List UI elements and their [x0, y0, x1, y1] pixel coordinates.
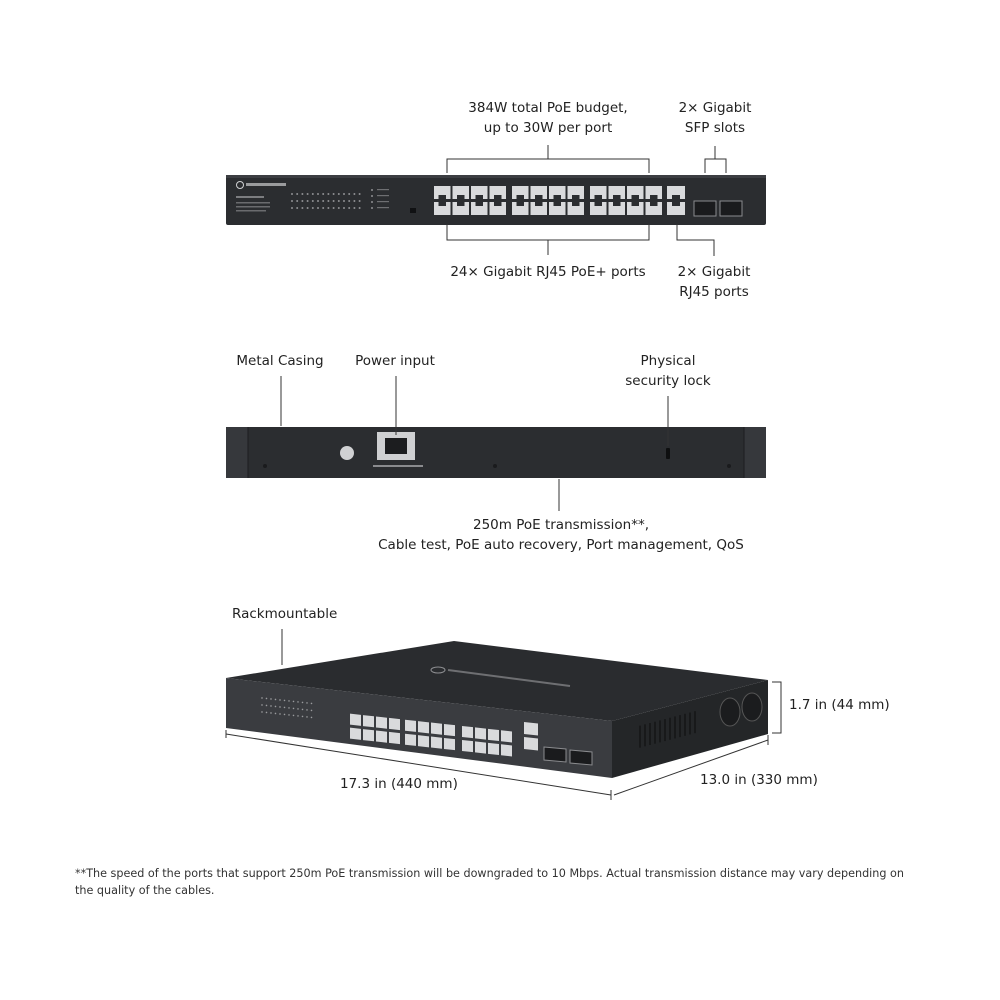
- rj45-port-perspective: [405, 719, 416, 732]
- features-line1: 250m PoE transmission**,: [473, 517, 649, 533]
- height-label: 1.7 in (44 mm): [789, 697, 890, 713]
- rj45-line1: 2× Gigabit: [677, 264, 751, 280]
- rj45-poe-port: [590, 186, 607, 199]
- rj45-poe-port: [434, 202, 451, 215]
- security-lock-label: Physical security lock: [615, 351, 721, 391]
- fan-icon-1: [719, 697, 741, 727]
- perspective-ports: [261, 697, 538, 757]
- rj45-poe-port: [549, 202, 566, 215]
- reset-button-icon: [410, 208, 416, 213]
- lock-line2: security lock: [625, 373, 711, 389]
- rj45-port-perspective: [389, 717, 400, 731]
- uplink-rj45-port-1: [667, 186, 685, 199]
- footnote: **The speed of the ports that support 25…: [75, 867, 904, 897]
- rj45-poe-port: [608, 202, 625, 215]
- rj45-port-perspective: [501, 744, 512, 757]
- fan-icon-2: [741, 692, 763, 722]
- rj45-port-perspective: [488, 728, 499, 742]
- rj45-port-perspective: [418, 721, 429, 734]
- sfp-line2: SFP slots: [684, 120, 746, 136]
- rj45-port-perspective: [376, 730, 387, 743]
- rj45-poe-port: [645, 186, 662, 199]
- rj45-port-perspective: [363, 729, 374, 742]
- status-leds: [291, 189, 389, 209]
- rj45-poe-port: [489, 202, 506, 215]
- rj45-poe-port: [434, 186, 451, 199]
- security-lock-slot: [666, 448, 670, 459]
- rj45-port-perspective: [462, 739, 473, 753]
- rj45-port-perspective: [501, 730, 512, 743]
- rj45-port-perspective: [462, 725, 473, 739]
- rj45-poe-port: [512, 186, 529, 199]
- rear-callout-lines: [280, 376, 669, 511]
- rj45-port-perspective: [418, 735, 429, 748]
- depth-label: 13.0 in (330 mm): [700, 772, 818, 788]
- uplink-rj45-port-2: [667, 202, 685, 215]
- uplink-port-perspective: [524, 722, 538, 736]
- poe-budget-line2: up to 30W per port: [483, 120, 613, 136]
- tplink-logo-icon: [236, 181, 244, 189]
- sfp-label: 2× Gigabit SFP slots: [665, 98, 765, 138]
- sfp-slot-2: [719, 200, 743, 217]
- rj45-poe-port: [512, 202, 529, 215]
- rj45-poe-port: [452, 202, 469, 215]
- width-label: 17.3 in (440 mm): [340, 776, 458, 792]
- rj45-poe-port: [530, 186, 547, 199]
- sfp-slot-1: [693, 200, 717, 217]
- rj45-poe-port: [567, 202, 584, 215]
- rj45-poe-port: [549, 186, 566, 199]
- poe-budget-line1: 384W total PoE budget,: [468, 100, 628, 116]
- features-label: 250m PoE transmission**, Cable test, PoE…: [361, 515, 761, 555]
- rj45-poe-label: 24× Gigabit RJ45 PoE+ ports: [450, 264, 646, 280]
- rackmountable-label: Rackmountable: [232, 606, 338, 622]
- rj45-port-perspective: [431, 736, 442, 749]
- uplink-port-perspective: [524, 737, 538, 751]
- rj45-poe-port: [471, 186, 488, 199]
- rj45-port-perspective: [363, 715, 374, 728]
- rj45-poe-port: [567, 186, 584, 199]
- rj45-port-perspective: [350, 727, 361, 740]
- rj45-port-perspective: [444, 723, 455, 737]
- lock-line1: Physical: [640, 353, 696, 369]
- front-panel-switch: [226, 175, 766, 225]
- poe-budget-label: 384W total PoE budget, up to 30W per por…: [448, 98, 648, 138]
- rj45-port-perspective: [431, 722, 442, 735]
- top-logo-icon: [430, 666, 446, 674]
- rj45-port-perspective: [389, 731, 400, 745]
- rj45-poe-port: [627, 202, 644, 215]
- rj45-port-perspective: [444, 737, 455, 751]
- rj45-port-perspective: [475, 741, 486, 754]
- rj45-poe-port: [471, 202, 488, 215]
- rj45-poe-ports: [434, 186, 662, 215]
- rj45-poe-port: [590, 202, 607, 215]
- rj45-poe-port: [645, 202, 662, 215]
- power-input-label: Power input: [355, 353, 435, 369]
- metal-casing-label: Metal Casing: [236, 353, 324, 369]
- rj45-poe-port: [608, 186, 625, 199]
- rj45-port-perspective: [405, 733, 416, 746]
- features-line2: Cable test, PoE auto recovery, Port mana…: [378, 537, 744, 553]
- front-callout-lines: [446, 145, 727, 256]
- rj45-port-perspective: [350, 713, 361, 726]
- rj45-poe-port: [452, 186, 469, 199]
- rj45-poe-port: [530, 202, 547, 215]
- rj45-port-perspective: [376, 716, 387, 729]
- rj45-port-perspective: [475, 727, 486, 740]
- dimension-lines: [225, 629, 782, 800]
- rj45-line2: RJ45 ports: [679, 284, 749, 300]
- rear-panel-switch: [226, 427, 766, 478]
- rj45-poe-port: [489, 186, 506, 199]
- rj45-label: 2× Gigabit RJ45 ports: [664, 262, 764, 302]
- sfp-line1: 2× Gigabit: [678, 100, 752, 116]
- side-vent: [639, 711, 696, 748]
- ground-terminal-icon: [340, 446, 354, 460]
- perspective-switch: [226, 641, 768, 778]
- rj45-poe-port: [627, 186, 644, 199]
- rj45-port-perspective: [488, 742, 499, 756]
